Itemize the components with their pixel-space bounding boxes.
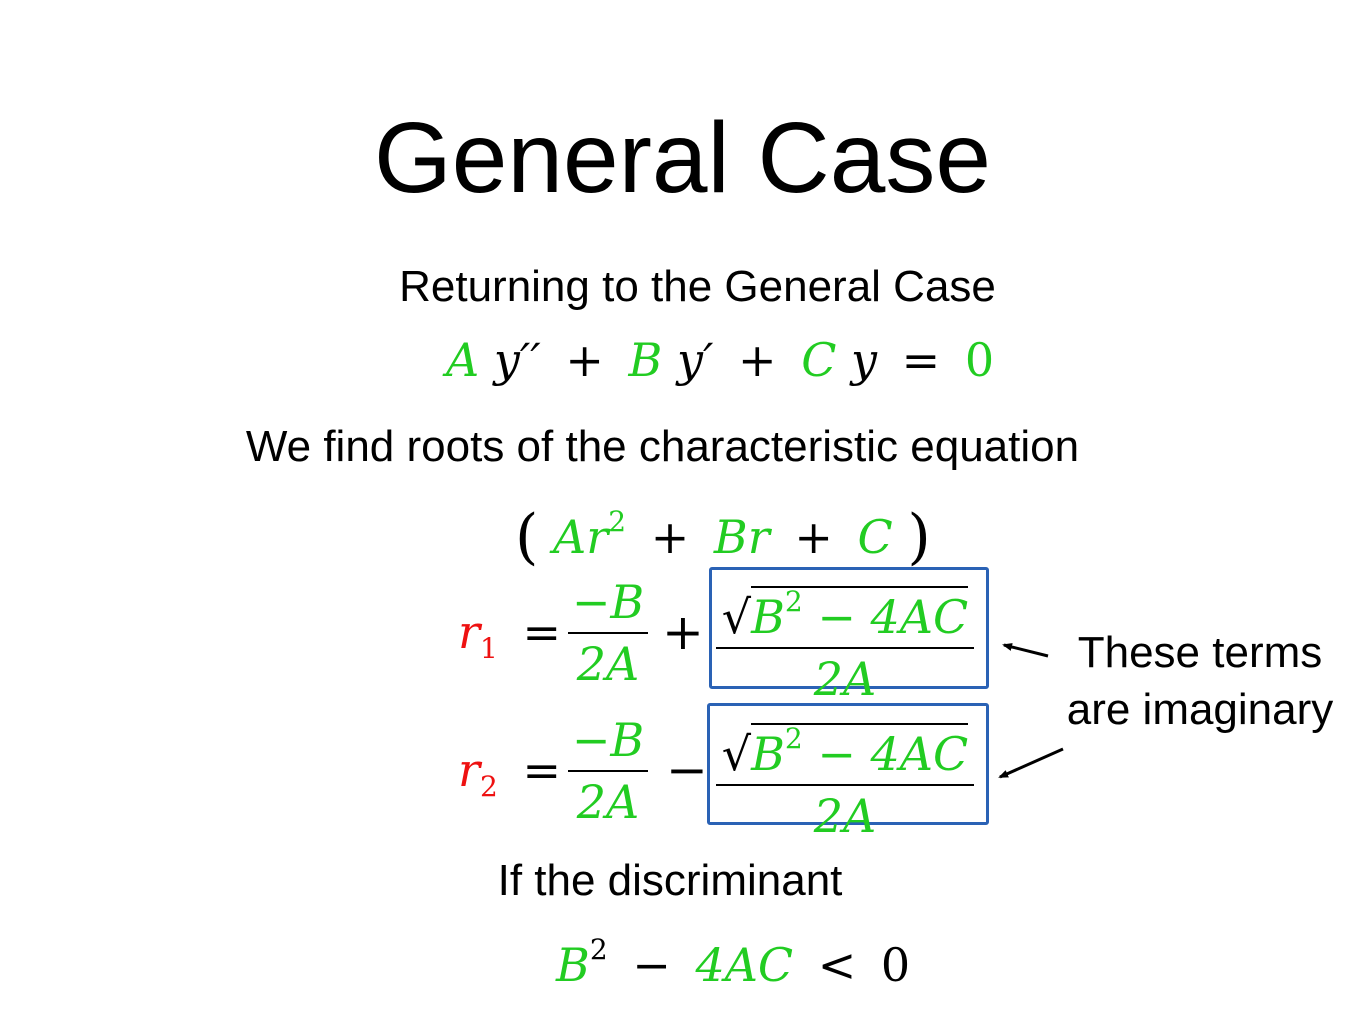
- disc-less-than: <: [817, 938, 857, 992]
- disc-b: B: [556, 938, 590, 992]
- disc-four-ac: 4AC: [695, 938, 794, 992]
- char-exponent: 2: [608, 505, 627, 538]
- ode-rhs-zero: 0: [964, 333, 995, 387]
- ode-coef-c: C: [801, 333, 837, 387]
- root1-radicand-rest: − 4AC: [802, 590, 969, 644]
- disc-exponent: 2: [589, 933, 608, 966]
- root1-numerator-neg-b: −B: [571, 575, 645, 629]
- root1-sqrt-expression: √B2 − 4AC: [716, 576, 974, 644]
- root1-subscript: 1: [480, 632, 498, 665]
- root2-subscript: 2: [480, 770, 498, 803]
- root2-fraction-b: −B 2A: [568, 714, 648, 828]
- root2-minus-sign: −: [666, 741, 708, 799]
- root2-r: r: [458, 743, 480, 797]
- root1-lhs: r1 =: [458, 606, 571, 675]
- slide-title: General Case: [374, 102, 991, 214]
- subtitle-characteristic: We find roots of the characteristic equa…: [245, 422, 1080, 471]
- imaginary-terms-annotation: These terms are imaginary: [1066, 628, 1334, 734]
- ode-coef-b: B: [628, 333, 663, 387]
- root2-equals: =: [522, 743, 561, 797]
- root1-equals: =: [522, 605, 561, 659]
- char-plus-2: +: [794, 510, 833, 564]
- root1-radicand-b: B: [751, 590, 785, 644]
- root1-sqrt-denominator: 2A: [813, 652, 877, 706]
- ode-equals: =: [901, 333, 941, 387]
- ode-equation: A y′′ + B y′ + C y = 0: [446, 334, 994, 386]
- disc-minus: −: [632, 938, 671, 992]
- root2-radicand-b: B: [751, 727, 785, 781]
- root1-fraction-b: −B 2A: [568, 576, 648, 690]
- root1-imaginary-term-box: [709, 567, 989, 689]
- char-close-paren: ): [907, 502, 931, 572]
- root2-sqrt-symbol: √: [721, 727, 752, 781]
- disc-zero: 0: [880, 938, 911, 992]
- ode-plus-2: +: [738, 333, 777, 387]
- root2-numerator-neg-b: −B: [571, 713, 645, 767]
- root2-sqrt-expression: √B2 − 4AC: [716, 713, 974, 781]
- root1-fraction-sqrt: √B2 − 4AC 2A: [716, 576, 974, 705]
- root2-fraction-sqrt: √B2 − 4AC 2A: [716, 713, 974, 842]
- root1-radicand-exponent: 2: [784, 585, 803, 618]
- ode-y-double-prime: y′′: [493, 333, 541, 387]
- char-open-paren: (: [515, 502, 539, 572]
- char-r: r: [586, 510, 609, 564]
- root2-imaginary-term-box: [707, 703, 989, 825]
- root2-sqrt-denominator: 2A: [813, 789, 877, 843]
- arrow-to-root2-term: [998, 747, 1064, 779]
- subtitle-returning: Returning to the General Case: [399, 262, 996, 311]
- arrow-to-root1-term: [1002, 643, 1049, 658]
- subtitle-discriminant: If the discriminant: [497, 856, 843, 905]
- root2-radicand-exponent: 2: [784, 722, 803, 755]
- root2-radicand-rest: − 4AC: [802, 727, 969, 781]
- ode-y: y: [851, 333, 878, 387]
- root2-lhs: r2 =: [458, 744, 571, 813]
- ode-plus-1: +: [565, 333, 604, 387]
- characteristic-equation: ( Ar2 + Br + C ): [515, 492, 931, 567]
- root1-r: r: [458, 605, 480, 659]
- root2-fraction-bar-2: [716, 784, 974, 786]
- root1-sqrt-symbol: √: [721, 590, 752, 644]
- root2-fraction-bar-1: [568, 770, 648, 772]
- char-coef-b: B: [713, 510, 748, 564]
- ode-y-prime: y′: [676, 333, 714, 387]
- char-coef-c: C: [857, 510, 893, 564]
- discriminant-inequality: B2 − 4AC < 0: [556, 924, 910, 991]
- root1-fraction-bar-2: [716, 647, 974, 649]
- ode-coef-a: A: [446, 333, 480, 387]
- root1-plus-sign: +: [662, 603, 704, 661]
- root2-denominator-2a: 2A: [576, 775, 640, 829]
- char-r-linear: r: [747, 510, 770, 564]
- char-plus-1: +: [650, 510, 690, 564]
- root1-denominator-2a: 2A: [576, 637, 640, 691]
- char-coef-a: A: [553, 510, 587, 564]
- root1-fraction-bar-1: [568, 632, 648, 634]
